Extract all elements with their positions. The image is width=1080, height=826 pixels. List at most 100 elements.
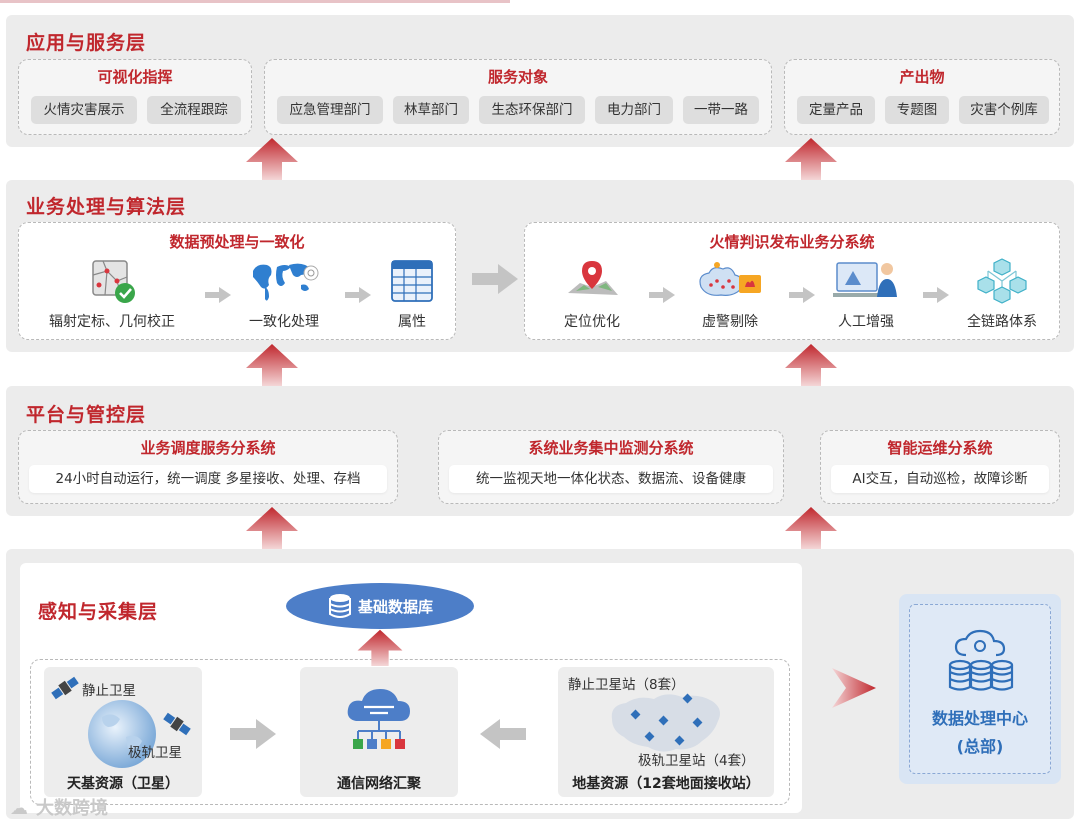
operator-monitor-icon <box>833 262 897 297</box>
label-geo-station: 静止卫星站（8套） <box>568 677 685 693</box>
step-label: 属性 <box>398 314 426 330</box>
arrow-right-icon <box>472 264 518 294</box>
watermark-text: 大数跨境 <box>36 798 108 819</box>
watermark: ☁ 大数跨境 <box>10 794 108 820</box>
chip-case-library[interactable]: 灾害个例库 <box>959 96 1049 124</box>
chip-eco-dept[interactable]: 生态环保部门 <box>479 96 585 124</box>
layer-application: 应用与服务层 可视化指挥 火情灾害展示 全流程跟踪 服务对象 应急管理部门 林草… <box>6 15 1074 147</box>
group-smart-ops: 智能运维分系统 AI交互，自动巡检，故障诊断 <box>820 430 1060 504</box>
label-geo-satellite: 静止卫星 <box>82 683 136 699</box>
database-label: 基础数据库 <box>358 598 434 616</box>
layer-title-application: 应用与服务层 <box>26 32 147 54</box>
data-processing-center[interactable]: 数据处理中心 (总部) <box>899 594 1061 784</box>
arrow-right-icon <box>205 287 231 303</box>
wechat-icon: ☁ <box>10 798 28 819</box>
group-service-targets: 服务对象 应急管理部门 林草部门 生态环保部门 电力部门 一带一路 <box>264 59 772 135</box>
step-label: 定位优化 <box>564 314 620 330</box>
data-center-subtitle: (总部) <box>956 737 1004 756</box>
space-resources: 静止卫星 极轨卫星 天基资源（卫星） <box>44 667 202 797</box>
chip-belt-road[interactable]: 一带一路 <box>683 96 759 124</box>
database-icon <box>329 594 351 618</box>
step-false-alarm: 虚警剔除 <box>655 257 805 331</box>
arrow-right-icon <box>789 287 815 303</box>
layer-title-algorithm: 业务处理与算法层 <box>26 196 187 218</box>
up-arrow-icon <box>785 138 837 180</box>
arrow-right-icon <box>923 287 949 303</box>
top-accent-line <box>0 0 510 3</box>
fire-cloud-icon <box>699 262 761 296</box>
step-label: 人工增强 <box>838 314 894 330</box>
step-full-chain: 全链路体系 <box>927 257 1077 331</box>
satellite-icon <box>51 676 79 700</box>
data-center-inner: 数据处理中心 (总部) <box>909 604 1051 774</box>
chip-power-dept[interactable]: 电力部门 <box>595 96 673 124</box>
up-arrow-icon <box>785 344 837 386</box>
satellite-icon <box>163 712 191 736</box>
table-grid-icon <box>391 260 433 302</box>
chip-fire-display[interactable]: 火情灾害展示 <box>31 96 137 124</box>
up-arrow-icon <box>246 507 298 549</box>
group-outputs: 产出物 定量产品 专题图 灾害个例库 <box>784 59 1060 135</box>
up-arrow-icon <box>246 344 298 386</box>
arrow-right-icon <box>649 287 675 303</box>
group-title: 业务调度服务分系统 <box>140 439 276 457</box>
step-label: 全链路体系 <box>967 314 1037 330</box>
group-visual-command: 可视化指挥 火情灾害展示 全流程跟踪 <box>18 59 252 135</box>
layer-title-sensing: 感知与采集层 <box>38 601 159 623</box>
chip-full-tracking[interactable]: 全流程跟踪 <box>147 96 241 124</box>
caption-network: 通信网络汇聚 <box>337 776 421 792</box>
label-polar-station: 极轨卫星站（4套） <box>638 753 755 769</box>
step-radiometric: 辐射定标、几何校正 <box>37 257 187 331</box>
arrow-right-icon <box>230 719 276 749</box>
group-title: 智能运维分系统 <box>887 439 993 457</box>
sensing-dashed-frame <box>30 659 790 805</box>
cube-network-icon <box>977 258 1027 304</box>
group-title: 系统业务集中监测分系统 <box>528 439 694 457</box>
network-aggregation: 通信网络汇聚 <box>300 667 458 797</box>
step-label: 一致化处理 <box>249 314 319 330</box>
world-map-icon <box>253 263 319 301</box>
group-title: 火情判识发布业务分系统 <box>709 233 875 251</box>
layer-platform: 平台与管控层 业务调度服务分系统 24小时自动运行，统一调度 多星接收、处理、存… <box>6 386 1074 516</box>
caption-ground: 地基资源（12套地面接收站） <box>572 776 760 792</box>
china-map-icon <box>611 693 720 752</box>
server-cloud-icon <box>948 629 1014 691</box>
step-label: 虚警剔除 <box>702 314 758 330</box>
caption-space: 天基资源（卫星） <box>67 776 179 792</box>
basic-database[interactable]: 基础数据库 <box>286 583 474 629</box>
group-dispatch: 业务调度服务分系统 24小时自动运行，统一调度 多星接收、处理、存档 <box>18 430 398 504</box>
arrow-right-red-icon <box>832 668 876 708</box>
chip-forestry-dept[interactable]: 林草部门 <box>393 96 469 124</box>
chip-quant-products[interactable]: 定量产品 <box>797 96 875 124</box>
group-title: 可视化指挥 <box>97 68 173 86</box>
step-attribute: 属性 <box>337 257 487 331</box>
chip-emergency-dept[interactable]: 应急管理部门 <box>277 96 383 124</box>
step-location-opt: 定位优化 <box>517 257 667 331</box>
group-title: 服务对象 <box>487 68 548 86</box>
up-arrow-icon <box>785 507 837 549</box>
arrow-right-icon <box>345 287 371 303</box>
step-manual-enhance: 人工增强 <box>791 257 941 331</box>
panel-preprocess: 数据预处理与一致化 辐射定标、几何校正 一致化处理 <box>18 222 456 340</box>
location-pin-icon <box>568 261 618 295</box>
arrow-left-icon <box>480 719 526 749</box>
globe-icon <box>88 700 156 768</box>
cloud-network-icon <box>347 689 410 749</box>
chip-monitoring-desc: 统一监视天地一体化状态、数据流、设备健康 <box>449 465 773 493</box>
group-title: 产出物 <box>899 68 945 86</box>
layer-algorithm: 业务处理与算法层 数据预处理与一致化 辐射定标、几何校正 <box>6 180 1074 352</box>
group-monitoring: 系统业务集中监测分系统 统一监视天地一体化状态、数据流、设备健康 <box>438 430 784 504</box>
ground-resources: 静止卫星站（8套） 极轨卫星站（4套） 地基资源（12套地面接收站） <box>558 667 774 797</box>
label-polar-satellite: 极轨卫星 <box>128 745 182 761</box>
panel-fire-detection: 火情判识发布业务分系统 定位优化 虚警剔除 <box>524 222 1060 340</box>
data-center-title: 数据处理中心 <box>931 709 1028 728</box>
chip-smart-ops-desc: AI交互，自动巡检，故障诊断 <box>831 465 1049 493</box>
chip-dispatch-desc: 24小时自动运行，统一调度 多星接收、处理、存档 <box>29 465 387 493</box>
up-arrow-icon <box>357 629 403 666</box>
map-check-icon <box>92 260 135 303</box>
chip-thematic-map[interactable]: 专题图 <box>885 96 949 124</box>
up-arrow-icon <box>246 138 298 180</box>
step-label: 辐射定标、几何校正 <box>49 314 175 330</box>
layer-title-platform: 平台与管控层 <box>26 404 147 426</box>
step-consistency: 一致化处理 <box>209 257 359 331</box>
